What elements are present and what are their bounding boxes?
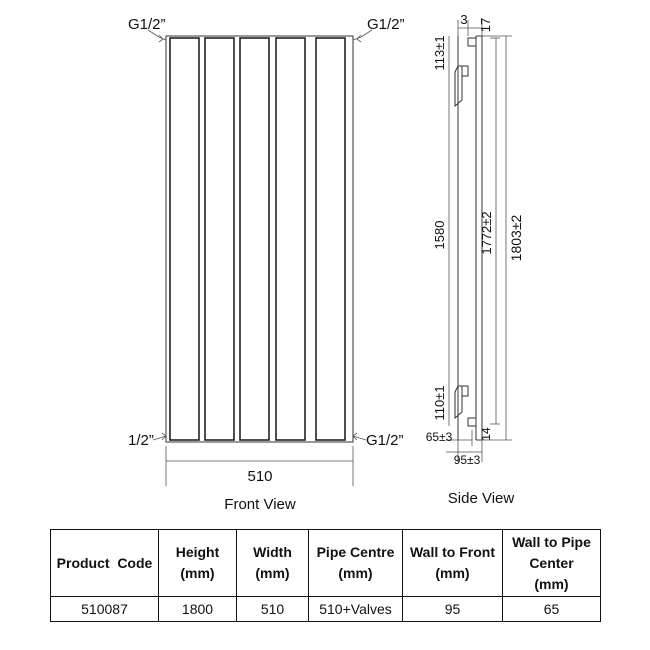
width-dimension-label: 510 (247, 468, 272, 485)
wall-to-front-label: 95±3 (454, 453, 481, 467)
side-view-label: Side View (448, 490, 515, 507)
height-a-label: 1772±2 (479, 211, 494, 254)
cell-pipe-centre: 510+Valves (308, 596, 403, 622)
lower-bracket-clip (461, 385, 469, 397)
cell-wall-to-pipe-center: 65 (502, 596, 601, 622)
header-pipe-centre: Pipe Centre (mm) (308, 529, 403, 597)
technical-drawing: G1/2” G1/2” 1/2” G1/2” 510 Front View 3 (128, 12, 524, 513)
height-b-label: 1803±2 (508, 214, 524, 261)
front-view: G1/2” G1/2” 1/2” G1/2” 510 Front View (128, 16, 405, 513)
side-view: 3 17 113±1 1580 1772±2 1803±2 110±1 65±3… (426, 12, 524, 507)
top-right-connection-label: G1/2” (367, 16, 405, 33)
header-wall-to-pipe-center: Wall to Pipe Center (mm) (502, 529, 601, 597)
top-gap-label: 3 (460, 12, 467, 27)
upper-bracket (454, 65, 463, 108)
cell-height: 1800 (158, 596, 237, 622)
panel-4 (275, 37, 306, 441)
wall-to-pipe-label: 65±3 (426, 430, 453, 444)
cell-product-code: 510087 (50, 596, 159, 622)
lower-bracket-label: 110±1 (432, 385, 447, 420)
lower-bracket (454, 385, 463, 420)
header-width: Width (mm) (236, 529, 309, 597)
panel-3 (239, 37, 270, 441)
bottom-right-leader (352, 435, 367, 441)
front-view-label: Front View (224, 496, 296, 513)
bracket-spacing-label: 1580 (432, 221, 447, 250)
bottom-right-valve-icon (352, 432, 358, 441)
cell-width: 510 (236, 596, 309, 622)
panel-2 (204, 37, 235, 441)
panel-5 (315, 37, 346, 441)
panel-1 (169, 37, 200, 441)
top-depth-label: 17 (478, 18, 493, 32)
top-header-block (467, 37, 477, 47)
header-wall-to-front: Wall to Front (mm) (402, 529, 503, 597)
bottom-right-connection-label: G1/2” (366, 432, 404, 449)
top-left-leader (147, 29, 167, 41)
header-product-code: Product Code (50, 529, 159, 597)
top-right-leader (352, 29, 373, 41)
upper-bracket-clip (461, 65, 469, 77)
upper-bracket-label: 113±1 (432, 35, 447, 70)
bottom-header-block (467, 417, 477, 427)
bottom-left-connection-label: 1/2” (128, 432, 154, 449)
header-height: Height (mm) (158, 529, 237, 597)
bottom-left-valve-icon (161, 432, 167, 441)
top-left-connection-label: G1/2” (128, 16, 166, 33)
bottom-left-leader (152, 435, 167, 441)
top-left-valve-icon (158, 34, 164, 43)
table-header-row: Product Code Height (mm) Width (mm) Pipe… (50, 529, 601, 597)
top-right-valve-icon (356, 34, 362, 43)
table-row: 510087 1800 510 510+Valves 95 65 (50, 596, 601, 622)
cell-wall-to-front: 95 (402, 596, 503, 622)
radiator-outline (165, 35, 354, 443)
bottom-depth-label: 14 (479, 427, 493, 441)
specification-table: Product Code Height (mm) Width (mm) Pipe… (50, 529, 601, 622)
